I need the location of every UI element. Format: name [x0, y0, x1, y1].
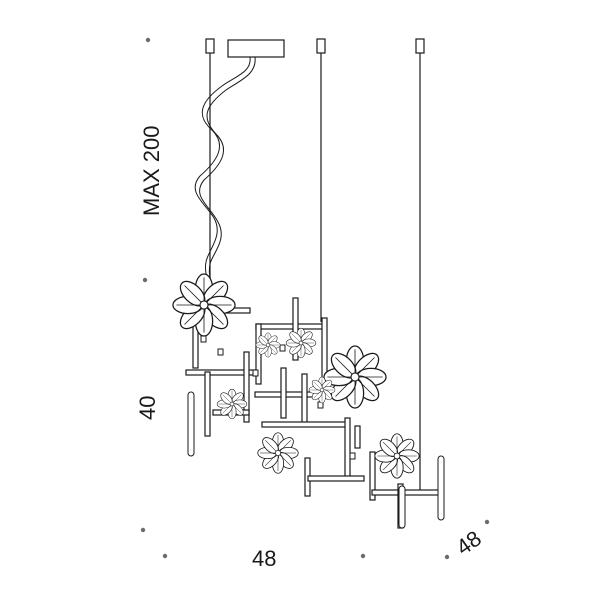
flower-icon — [285, 327, 317, 359]
flower-icon — [255, 332, 281, 358]
depth-label: 48 — [452, 526, 486, 561]
body-height-label: 40 — [135, 396, 160, 420]
flower-icon — [374, 433, 420, 479]
width-label: 48 — [252, 546, 276, 571]
drop-height-label: MAX 200 — [139, 126, 164, 217]
flower-icon — [216, 388, 248, 420]
ceiling-canopy — [205, 38, 425, 58]
power-cable — [194, 56, 256, 287]
diffuser-discs — [187, 391, 445, 529]
flower-icon — [257, 432, 299, 474]
registration-dots — [140, 37, 490, 560]
flower-icon — [172, 273, 236, 337]
suspension-cables — [209, 53, 421, 492]
frame-bars — [185, 297, 443, 529]
flower-icon — [308, 376, 336, 404]
flower-icon — [323, 345, 387, 409]
